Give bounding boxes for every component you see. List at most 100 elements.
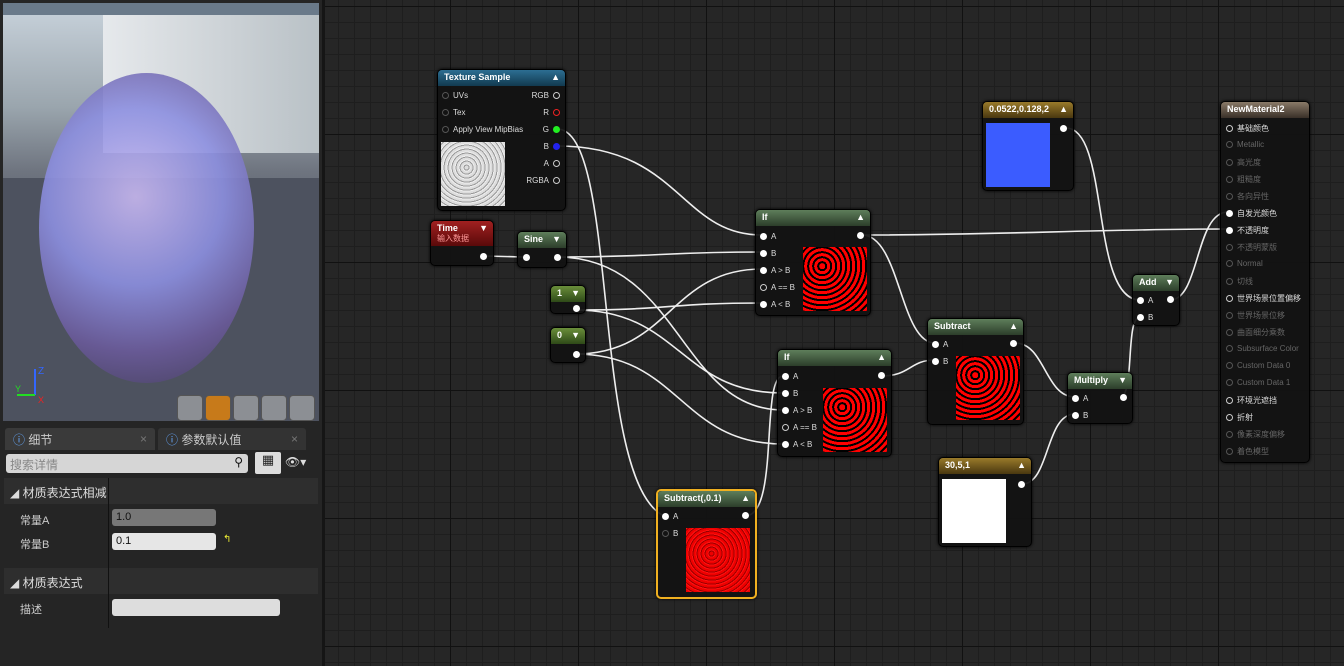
pin-dot[interactable] bbox=[1226, 329, 1233, 336]
close-icon[interactable]: × bbox=[290, 432, 298, 446]
multiply-node[interactable]: Multiply▼ A B bbox=[1067, 372, 1133, 424]
material-pin[interactable]: 自发光颜色 bbox=[1226, 208, 1277, 219]
material-pin[interactable]: 粗糙度 bbox=[1226, 174, 1261, 185]
pin-dot[interactable] bbox=[1226, 260, 1233, 267]
pin-dot[interactable] bbox=[1226, 227, 1233, 234]
a-less-b-pin[interactable]: A < B bbox=[760, 300, 790, 309]
material-pin[interactable]: Subsurface Color bbox=[1226, 344, 1299, 353]
pin-dot[interactable] bbox=[1226, 379, 1233, 386]
material-pin[interactable]: 不透明度 bbox=[1226, 225, 1269, 236]
pin-dot[interactable] bbox=[1226, 448, 1233, 455]
material-pin[interactable]: 高光度 bbox=[1226, 157, 1261, 168]
section-material-expression[interactable]: ◢ 材质表达式 bbox=[4, 568, 318, 594]
b-pin[interactable]: B bbox=[760, 249, 776, 258]
output-pin[interactable] bbox=[878, 372, 885, 379]
material-pin[interactable]: 世界场景位移 bbox=[1226, 310, 1285, 321]
constant-1-node[interactable]: 1▼ bbox=[550, 285, 586, 314]
tab-parameter-defaults[interactable]: ⓘ 参数默认值× bbox=[158, 428, 306, 450]
pin-dot[interactable] bbox=[1226, 362, 1233, 369]
b-pin[interactable]: B bbox=[932, 357, 948, 366]
pin-dot[interactable] bbox=[1226, 210, 1233, 217]
search-details-input[interactable]: 搜索详情⚲ bbox=[6, 454, 248, 473]
output-pin[interactable] bbox=[573, 305, 580, 312]
cylinder-preview-button[interactable] bbox=[177, 395, 203, 421]
teapot-preview-button[interactable] bbox=[289, 395, 315, 421]
material-pin[interactable]: Metallic bbox=[1226, 140, 1264, 149]
material-pin[interactable]: Custom Data 1 bbox=[1226, 378, 1290, 387]
pin-dot[interactable] bbox=[1226, 159, 1233, 166]
tex-pin[interactable]: Tex bbox=[442, 108, 465, 117]
const-b-field[interactable]: 0.1 bbox=[112, 533, 216, 550]
material-pin[interactable]: 折射 bbox=[1226, 412, 1253, 423]
mipbias-pin[interactable]: Apply View MipBias bbox=[442, 125, 523, 134]
pin-dot[interactable] bbox=[1226, 141, 1233, 148]
time-node[interactable]: Time▼输入数据 bbox=[430, 220, 494, 266]
sphere-preview-button[interactable] bbox=[205, 395, 231, 421]
a-greater-b-pin[interactable]: A > B bbox=[760, 266, 790, 275]
pin-dot[interactable] bbox=[1226, 431, 1233, 438]
pin-dot[interactable] bbox=[1226, 244, 1233, 251]
a-pin[interactable]: A bbox=[1072, 394, 1088, 403]
b-pin[interactable]: B bbox=[662, 529, 678, 538]
material-pin[interactable]: Normal bbox=[1226, 259, 1263, 268]
pin-dot[interactable] bbox=[1226, 295, 1233, 302]
output-pin[interactable] bbox=[1018, 481, 1025, 488]
if-node-2[interactable]: If▲ A B A > B A == B A < B bbox=[777, 349, 892, 457]
output-pin[interactable] bbox=[742, 512, 749, 519]
output-pin[interactable] bbox=[1120, 394, 1127, 401]
a-pin[interactable]: A bbox=[1137, 296, 1153, 305]
output-pin[interactable] bbox=[857, 232, 864, 239]
a-less-b-pin[interactable]: A < B bbox=[782, 440, 812, 449]
output-pin[interactable] bbox=[1060, 125, 1067, 132]
rgba-pin[interactable]: RGBA bbox=[526, 176, 560, 185]
output-pin[interactable] bbox=[573, 351, 580, 358]
pin-dot[interactable] bbox=[1226, 345, 1233, 352]
pin-dot[interactable] bbox=[1226, 414, 1233, 421]
material-pin[interactable]: 曲面细分乘数 bbox=[1226, 327, 1285, 338]
input-pin[interactable] bbox=[523, 254, 530, 261]
a-equals-b-pin[interactable]: A == B bbox=[760, 283, 795, 292]
section-material-expression-subtract[interactable]: ◢ 材质表达式相减 bbox=[4, 478, 318, 504]
g-pin[interactable]: G bbox=[543, 125, 560, 134]
pin-dot[interactable] bbox=[1226, 312, 1233, 319]
pin-dot[interactable] bbox=[1226, 176, 1233, 183]
material-pin[interactable]: 不透明蒙版 bbox=[1226, 242, 1277, 253]
uvs-pin[interactable]: UVs bbox=[442, 91, 468, 100]
subtract-0-1-node[interactable]: Subtract(,0.1)▲ A B bbox=[656, 489, 757, 599]
constant3-blue-node[interactable]: 0.0522,0.128,2▲ bbox=[982, 101, 1074, 191]
pin-dot[interactable] bbox=[1226, 125, 1233, 132]
cube-preview-button[interactable] bbox=[261, 395, 287, 421]
sine-node[interactable]: Sine▼ bbox=[517, 231, 567, 268]
b-pin[interactable]: B bbox=[1137, 313, 1153, 322]
r-pin[interactable]: R bbox=[543, 108, 560, 117]
output-pin[interactable] bbox=[480, 253, 487, 260]
a-pin[interactable]: A bbox=[760, 232, 776, 241]
plane-preview-button[interactable] bbox=[233, 395, 259, 421]
material-pin[interactable]: 像素深度偏移 bbox=[1226, 429, 1285, 440]
b-pin[interactable]: B bbox=[544, 142, 560, 151]
const-a-field[interactable]: 1.0 bbox=[112, 509, 216, 526]
pin-dot[interactable] bbox=[1226, 397, 1233, 404]
constant-0-node[interactable]: 0▼ bbox=[550, 327, 586, 363]
output-pin[interactable] bbox=[554, 254, 561, 261]
material-pin[interactable]: 世界场景位置偏移 bbox=[1226, 293, 1301, 304]
material-pin[interactable]: 环境光遮挡 bbox=[1226, 395, 1277, 406]
b-pin[interactable]: B bbox=[782, 389, 798, 398]
reset-to-default-icon[interactable]: ↰ bbox=[223, 534, 232, 545]
material-pin[interactable]: 着色模型 bbox=[1226, 446, 1269, 457]
a-pin[interactable]: A bbox=[544, 159, 560, 168]
rgb-pin[interactable]: RGB bbox=[532, 91, 560, 100]
add-node[interactable]: Add▼ A B bbox=[1132, 274, 1180, 326]
pin-dot[interactable] bbox=[1226, 278, 1233, 285]
grid-view-button[interactable]: ▦ bbox=[255, 452, 281, 474]
visibility-eye-icon[interactable]: 👁▾ bbox=[285, 455, 307, 469]
material-pin[interactable]: 切线 bbox=[1226, 276, 1253, 287]
material-pin[interactable]: 基础颜色 bbox=[1226, 123, 1269, 134]
material-pin[interactable]: Custom Data 0 bbox=[1226, 361, 1290, 370]
if-node-1[interactable]: If▲ A B A > B A == B A < B bbox=[755, 209, 871, 316]
a-equals-b-pin[interactable]: A == B bbox=[782, 423, 817, 432]
b-pin[interactable]: B bbox=[1072, 411, 1088, 420]
output-pin[interactable] bbox=[1010, 340, 1017, 347]
